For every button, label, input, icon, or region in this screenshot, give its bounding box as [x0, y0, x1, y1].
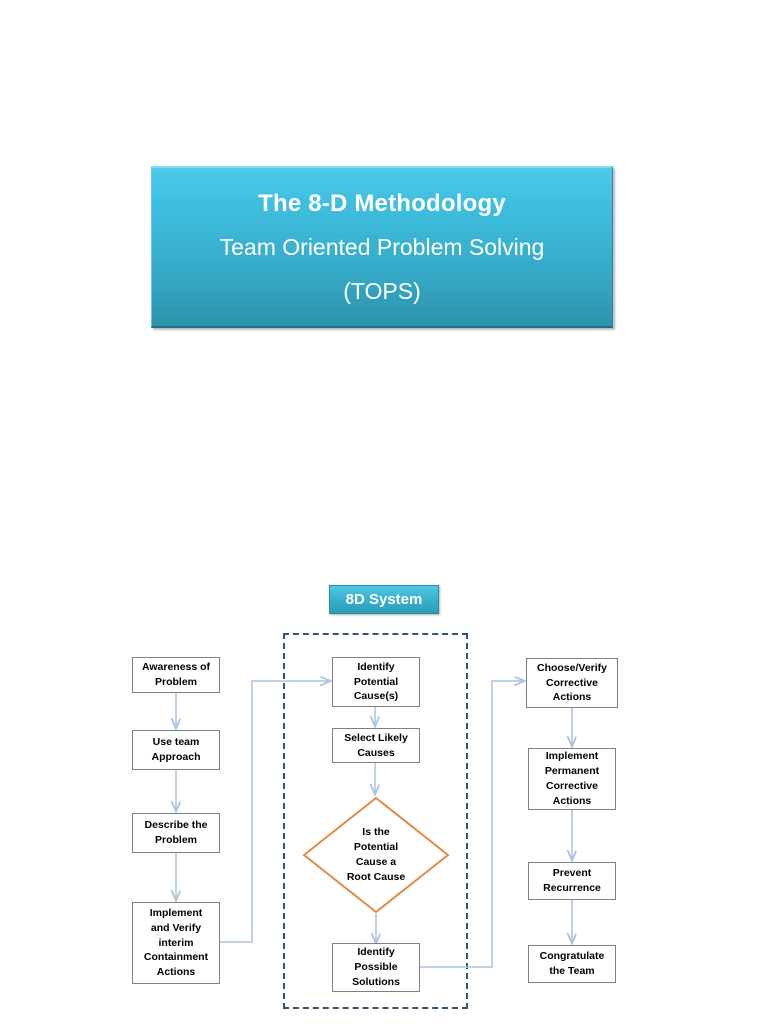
box-congratulate-the-team[interactable]: Congratulate the Team — [528, 945, 616, 983]
box-describe-the-problem[interactable]: Describe the Problem — [132, 813, 220, 853]
box-use-team-approach[interactable]: Use team Approach — [132, 730, 220, 770]
title-line-methodology: The 8-D Methodology — [258, 190, 506, 218]
box-select-likely-causes[interactable]: Select Likely Causes — [332, 728, 420, 763]
box-implement-verify-interim-containment-actions[interactable]: Implement and Verify interim Containment… — [132, 902, 220, 984]
title-line-team-oriented: Team Oriented Problem Solving — [219, 234, 545, 261]
diamond-shape — [302, 796, 450, 914]
box-implement-permanent-corrective-actions[interactable]: Implement Permanent Corrective Actions — [528, 748, 616, 810]
box-identify-potential-causes[interactable]: Identify Potential Cause(s) — [332, 657, 420, 707]
box-choose-verify-corrective-actions[interactable]: Choose/Verify Corrective Actions — [526, 658, 618, 708]
system-badge-label: 8D System — [345, 591, 423, 608]
box-awareness-of-problem[interactable]: Awareness of Problem — [132, 657, 220, 693]
decision-label: Is the Potential Cause a Root Cause — [346, 825, 406, 884]
decision-is-potential-cause-a-root-cause[interactable]: Is the Potential Cause a Root Cause — [302, 796, 450, 914]
box-prevent-recurrence[interactable]: Prevent Recurrence — [528, 862, 616, 900]
box-identify-possible-solutions[interactable]: Identify Possible Solutions — [332, 943, 420, 992]
system-badge: 8D System — [329, 585, 439, 614]
title-line-tops: (TOPS) — [343, 277, 421, 304]
title-banner: The 8-D Methodology Team Oriented Proble… — [151, 166, 613, 328]
